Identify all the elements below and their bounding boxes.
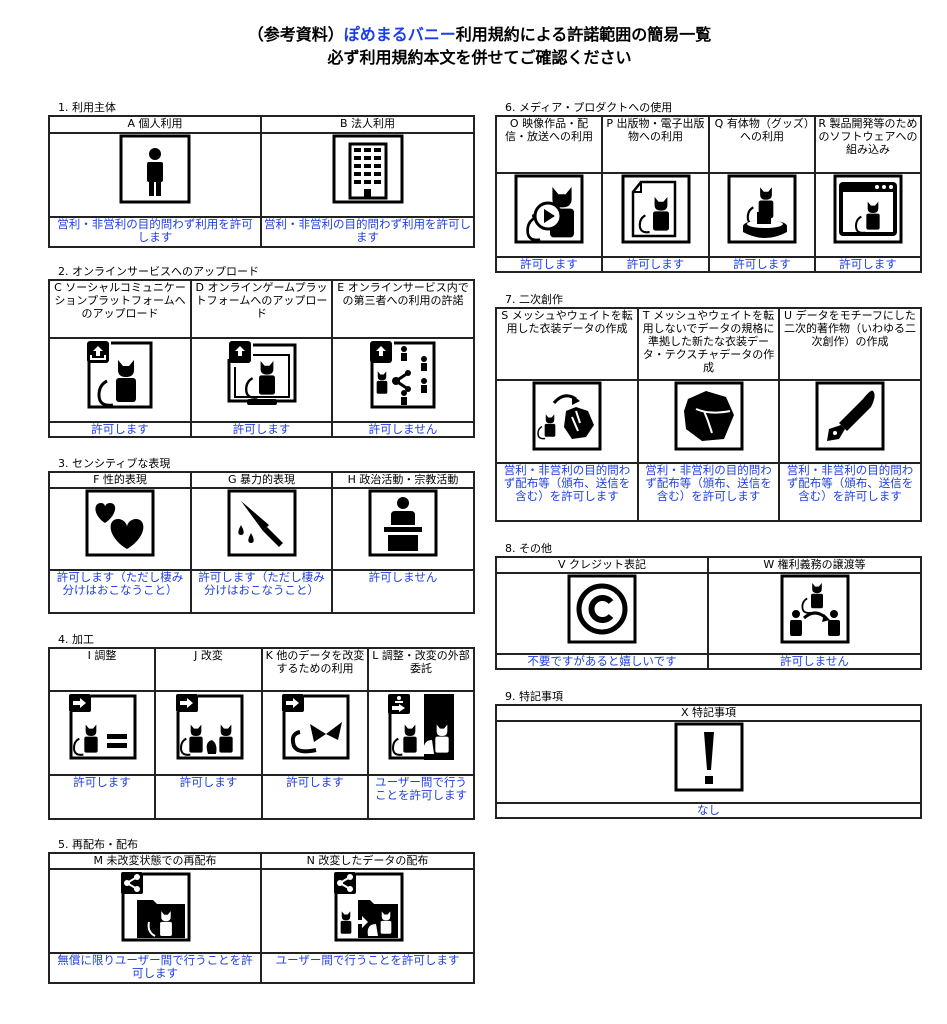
- building-icon: [332, 134, 404, 204]
- result-cell: 許可します（ただし棲み分けはおこなうこと）: [48, 569, 192, 614]
- header-cell: Q 有体物（グッズ）への利用: [708, 115, 816, 174]
- title-suffix: 利用規約による許諾範囲の簡易一覧: [455, 25, 712, 44]
- distribute-modified-icon: [332, 870, 404, 942]
- result-cell: 許可しません: [707, 653, 922, 670]
- result-cell: 許可します: [190, 421, 333, 438]
- result-cell: 許可します: [48, 421, 192, 438]
- result-cell: 許可します: [601, 256, 710, 273]
- person-icon: [119, 134, 191, 204]
- result-cell: 営利・非営利の目的問わず配布等（頒布、送信を含む）を許可します: [778, 462, 922, 522]
- permission-table: M 未改変状態での再配布 N 改変したデータの配布 無償に限りユーザー間で行うこ…: [48, 852, 475, 984]
- title-brand-name: ぽめまるバニー: [343, 25, 456, 44]
- result-cell: ユーザー間で行うことを許可します: [260, 952, 475, 984]
- costume-icon: [674, 381, 744, 451]
- upload-sns-icon: [83, 339, 157, 411]
- header-cell: G 暴力的表現: [190, 471, 333, 489]
- header-cell: A 個人利用: [48, 115, 262, 134]
- header-cell: X 特記事項: [495, 704, 922, 722]
- header-cell: P 出版物・電子出版物への利用: [601, 115, 710, 174]
- permission-table: C ソーシャルコミュニケーションプラットフォームへのアップロード D オンライン…: [48, 279, 475, 438]
- header-cell: T メッシュやウェイトを転用しないでデータの規格に準拠した新たな衣装データ・テク…: [637, 307, 780, 381]
- result-cell: 許可します: [261, 774, 369, 820]
- title-prefix: （参考資料）: [247, 25, 344, 44]
- header-cell: L 調整・改変の外部委託: [367, 647, 475, 692]
- redistribute-folder-icon: [119, 870, 191, 942]
- result-cell: 許可します: [48, 774, 156, 820]
- figure-goods-icon: [727, 174, 797, 244]
- hearts-icon: [85, 489, 155, 557]
- header-cell: U データをモチーフにした二次的著作物（いわゆる二次創作）の作成: [778, 307, 922, 381]
- share-third-party-icon: [366, 339, 440, 411]
- exclamation-icon: [674, 722, 744, 792]
- page-title-line1: （参考資料）ぽめまるバニー利用規約による許諾範囲の簡易一覧: [6, 24, 947, 46]
- costume-transfer-icon: [532, 381, 602, 451]
- result-cell: なし: [495, 802, 922, 819]
- header-cell: R 製品開発等のためのソフトウェアへの組み込み: [814, 115, 922, 174]
- result-cell: ユーザー間で行うことを許可します: [367, 774, 475, 820]
- use-for-other-data-icon: [280, 692, 350, 762]
- permission-table: F 性的表現 G 暴力的表現 H 政治活動・宗教活動 許可します（ただし棲み分け…: [48, 471, 475, 614]
- header-cell: I 調整: [48, 647, 156, 692]
- result-cell: 営利・非営利の目的問わず配布等（頒布、送信を含む）を許可します: [637, 462, 780, 522]
- result-cell: 無償に限りユーザー間で行うことを許可します: [48, 952, 262, 984]
- section-label: 8. その他: [505, 542, 552, 555]
- header-cell: O 映像作品・配信・放送への利用: [495, 115, 603, 174]
- section-label: 4. 加工: [58, 633, 94, 646]
- section-label: 9. 特記事項: [505, 690, 563, 703]
- permission-table: X 特記事項 なし: [495, 704, 922, 819]
- document-icon: [621, 174, 691, 244]
- modify-icon: [174, 692, 244, 762]
- header-cell: W 権利義務の譲渡等: [707, 556, 922, 574]
- permission-table: S メッシュやウェイトを転用した衣装データの作成 T メッシュやウェイトを転用し…: [495, 307, 922, 522]
- result-cell: 許可します: [814, 256, 922, 273]
- result-cell: 許可します: [154, 774, 263, 820]
- result-cell: 不要ですがあると嬉しいです: [495, 653, 709, 670]
- permission-table: A 個人利用 B 法人利用 営利・非営利の目的問わず利用を許可します 営利・非営…: [48, 115, 475, 248]
- header-cell: F 性的表現: [48, 471, 192, 489]
- header-cell: V クレジット表記: [495, 556, 709, 574]
- header-cell: J 改変: [154, 647, 263, 692]
- adjust-icon: [67, 692, 137, 762]
- section-label: 3. センシティブな表現: [58, 457, 171, 470]
- permission-table: V クレジット表記 W 権利義務の譲渡等 不要ですがあると嬉しいです 許可しませ…: [495, 556, 922, 670]
- result-cell: 許可しません: [331, 421, 475, 438]
- knife-icon: [227, 489, 297, 557]
- rights-transfer-icon: [780, 574, 850, 644]
- outsourcing-icon: [386, 692, 456, 762]
- result-cell: 営利・非営利の目的問わず利用を許可します: [260, 216, 475, 248]
- header-cell: E オンラインサービス内での第三者への利用の許諾: [331, 279, 475, 339]
- copyright-icon: [567, 574, 637, 644]
- result-cell: 営利・非営利の目的問わず利用を許可します: [48, 216, 262, 248]
- header-cell: C ソーシャルコミュニケーションプラットフォームへのアップロード: [48, 279, 192, 339]
- result-cell: 許可します: [708, 256, 816, 273]
- section-label: 1. 利用主体: [58, 101, 116, 114]
- permission-table: O 映像作品・配信・放送への利用 P 出版物・電子出版物への利用 Q 有体物（グ…: [495, 115, 922, 273]
- software-window-icon: [833, 174, 903, 244]
- result-cell: 許可します（ただし棲み分けはおこなうこと）: [190, 569, 333, 614]
- section-label: 7. 二次創作: [505, 293, 563, 306]
- page-title-line2: 必ず利用規約本文を併せてご確認ください: [327, 48, 632, 67]
- section-label: 5. 再配布・配布: [58, 838, 138, 851]
- header-cell: N 改変したデータの配布: [260, 852, 475, 870]
- header-cell: K 他のデータを改変するための利用: [261, 647, 369, 692]
- permission-table: I 調整 J 改変 K 他のデータを改変するための利用 L 調整・改変の外部委託…: [48, 647, 475, 820]
- header-cell: B 法人利用: [260, 115, 475, 134]
- podium-speaker-icon: [368, 489, 438, 557]
- header-cell: D オンラインゲームプラットフォームへのアップロード: [190, 279, 333, 339]
- result-cell: 許可しません: [331, 569, 475, 614]
- section-label: 2. オンラインサービスへのアップロード: [58, 265, 259, 278]
- result-cell: 営利・非営利の目的問わず配布等（頒布、送信を含む）を許可します: [495, 462, 639, 522]
- header-cell: H 政治活動・宗教活動: [331, 471, 475, 489]
- upload-game-icon: [225, 339, 299, 411]
- section-label: 6. メディア・プロダクトへの使用: [505, 101, 673, 114]
- result-cell: 許可します: [495, 256, 603, 273]
- pen-nib-icon: [815, 381, 885, 451]
- header-cell: M 未改変状態での再配布: [48, 852, 262, 870]
- header-cell: S メッシュやウェイトを転用した衣装データの作成: [495, 307, 639, 381]
- video-play-icon: [514, 174, 584, 244]
